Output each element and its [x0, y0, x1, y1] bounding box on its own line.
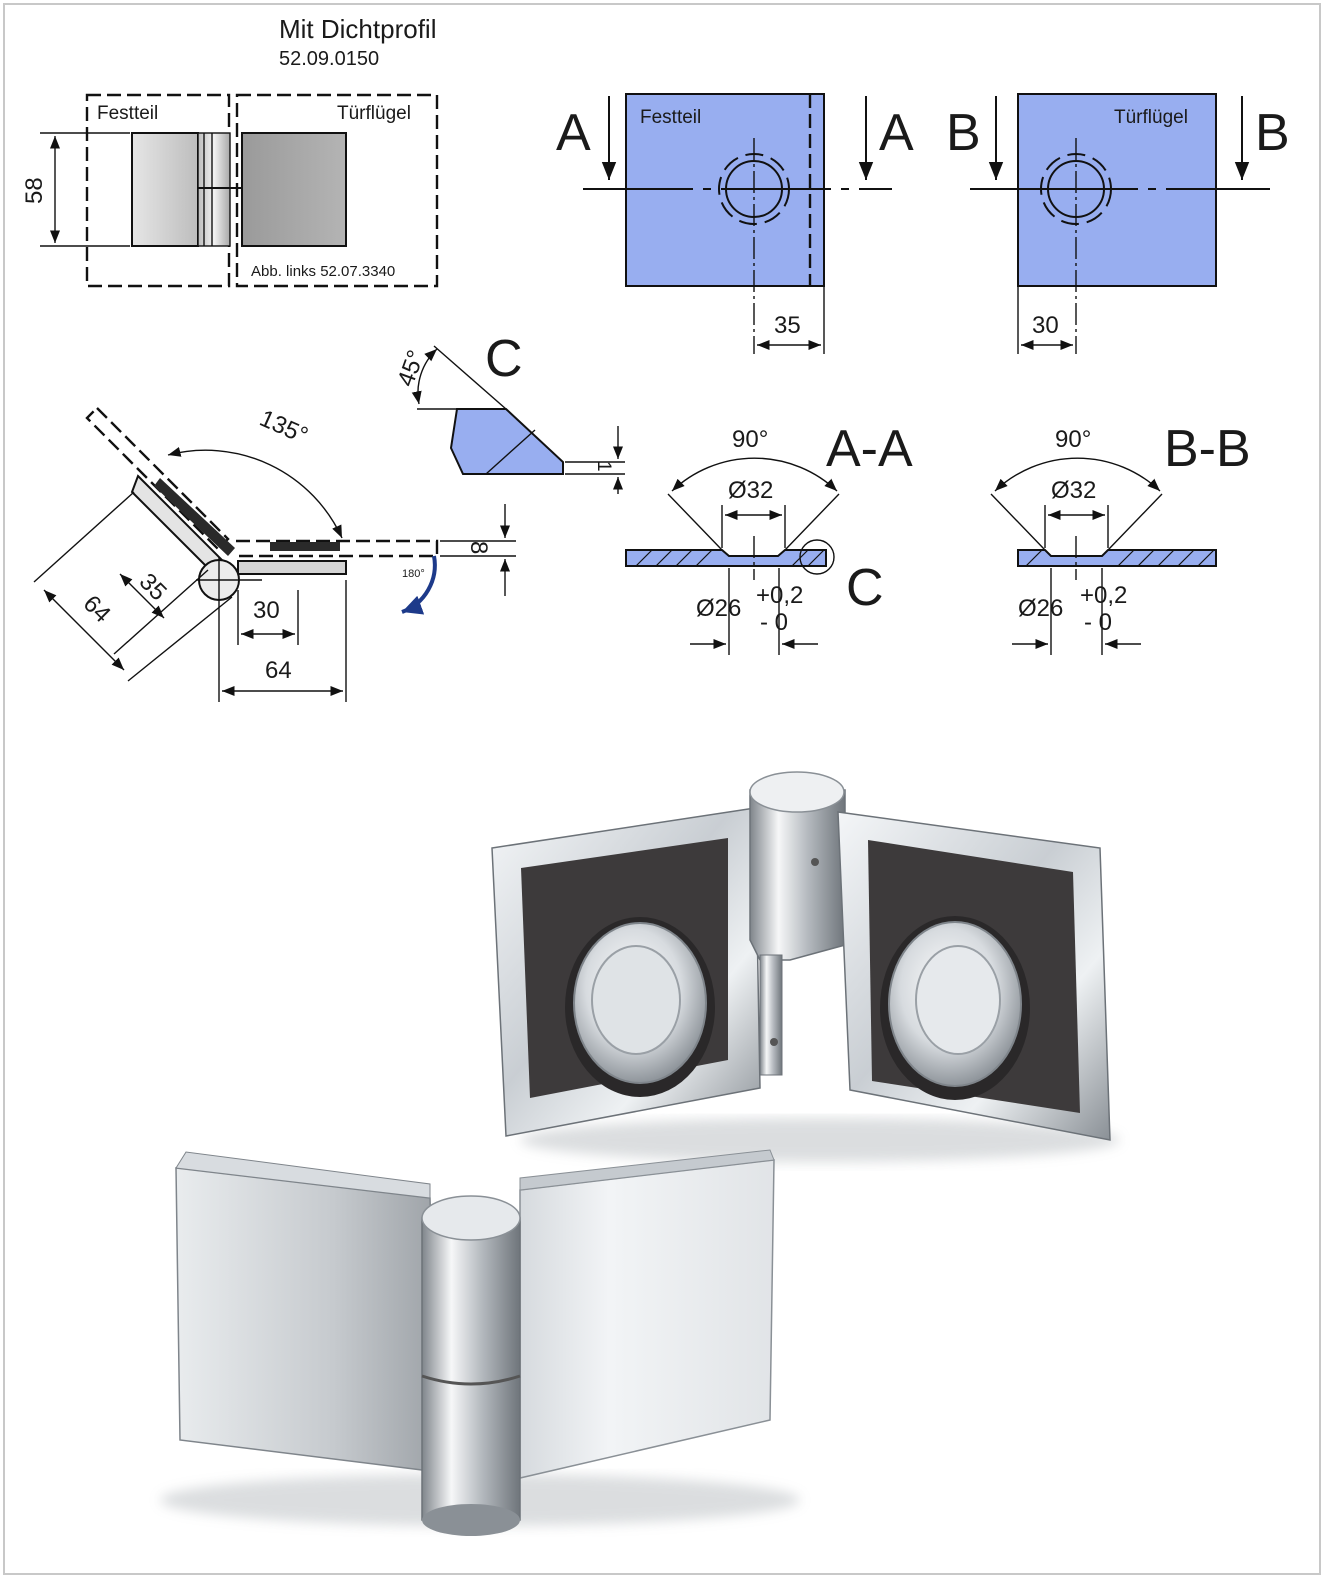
section-aa-title: A-A: [826, 420, 913, 478]
section-aa-inner-dia: Ø26: [696, 595, 741, 622]
hinge-render-open-icon: [491, 771, 1120, 1162]
dimension-diag-35: 35: [134, 568, 172, 606]
open-angle-label: 135°: [256, 405, 312, 450]
elevation-note: Abb. links 52.07.3340: [251, 263, 395, 280]
plate-a-label: Festteil: [640, 107, 701, 128]
hinge-knuckle: [197, 132, 231, 247]
thickness-dimension: 8: [465, 541, 492, 554]
elevation-door-label: Türflügel: [337, 103, 411, 124]
section-bb-view: 90° B-B Ø32 Ø26 +0,2 - 0: [990, 420, 1251, 655]
detail-c-angle: 45°: [392, 347, 430, 390]
fixed-glass-outline: [85, 93, 231, 288]
plate-b-dimension: 30: [1032, 312, 1059, 339]
section-aa-tol-minus: - 0: [760, 609, 788, 636]
section-bb-title: B-B: [1164, 420, 1251, 478]
dimension-diag-64: 64: [78, 590, 116, 628]
section-aa-angle: 90°: [732, 426, 768, 453]
dimension-64: 64: [265, 657, 292, 684]
plate-a-dimension: 35: [774, 312, 801, 339]
section-aa-tol-plus: +0,2: [756, 582, 803, 609]
elevation-view: Festteil Türflügel Abb. links 52.07.3340…: [21, 93, 439, 288]
section-bb-outer-dia: Ø32: [1051, 477, 1096, 504]
door-plate: [241, 132, 347, 247]
swing-arrow-icon: [401, 555, 437, 615]
fixed-plate: [131, 132, 199, 247]
section-mark-a-left: A: [556, 104, 591, 162]
plan-view: 135° 180° 8 30 64 35 64: [33, 405, 516, 702]
section-bb-tol-plus: +0,2: [1080, 582, 1127, 609]
section-aa-detail-ref: C: [846, 559, 884, 617]
section-mark-b-left: B: [946, 104, 981, 162]
section-aa-profile: [625, 549, 827, 567]
drawing-title: Mit Dichtprofil: [279, 14, 436, 44]
section-bb-tol-minus: - 0: [1084, 609, 1112, 636]
drawing-frame: [3, 3, 1321, 1575]
elevation-fixed-label: Festteil: [97, 103, 158, 124]
detail-c-profile: [449, 408, 564, 475]
dimension-30: 30: [253, 597, 280, 624]
section-bb-angle: 90°: [1055, 426, 1091, 453]
article-number: 52.09.0150: [279, 48, 379, 70]
height-dimension: 58: [21, 177, 48, 204]
section-mark-b-right: B: [1255, 104, 1290, 162]
fixed-glass-plan: [236, 539, 439, 558]
hinge-render-closed-icon: [160, 1149, 800, 1536]
section-aa-outer-dia: Ø32: [728, 477, 773, 504]
section-mark-a-right: A: [879, 104, 914, 162]
detail-c-view: 45° C 1: [392, 330, 625, 494]
section-aa-view: 90° A-A Ø32 Ø26 +0,2 - 0 C: [625, 420, 913, 655]
detail-c-label: C: [485, 330, 523, 388]
door-glass-outline: [235, 93, 439, 288]
swing-angle-label: 180°: [402, 568, 425, 580]
plate-b-view: B B Türflügel 30: [946, 93, 1290, 354]
plate-a-view: A A Festteil 35: [556, 93, 914, 354]
plate-b-label: Türflügel: [1114, 107, 1188, 128]
detail-c-dimension: 1: [593, 461, 614, 472]
section-bb-inner-dia: Ø26: [1018, 595, 1063, 622]
